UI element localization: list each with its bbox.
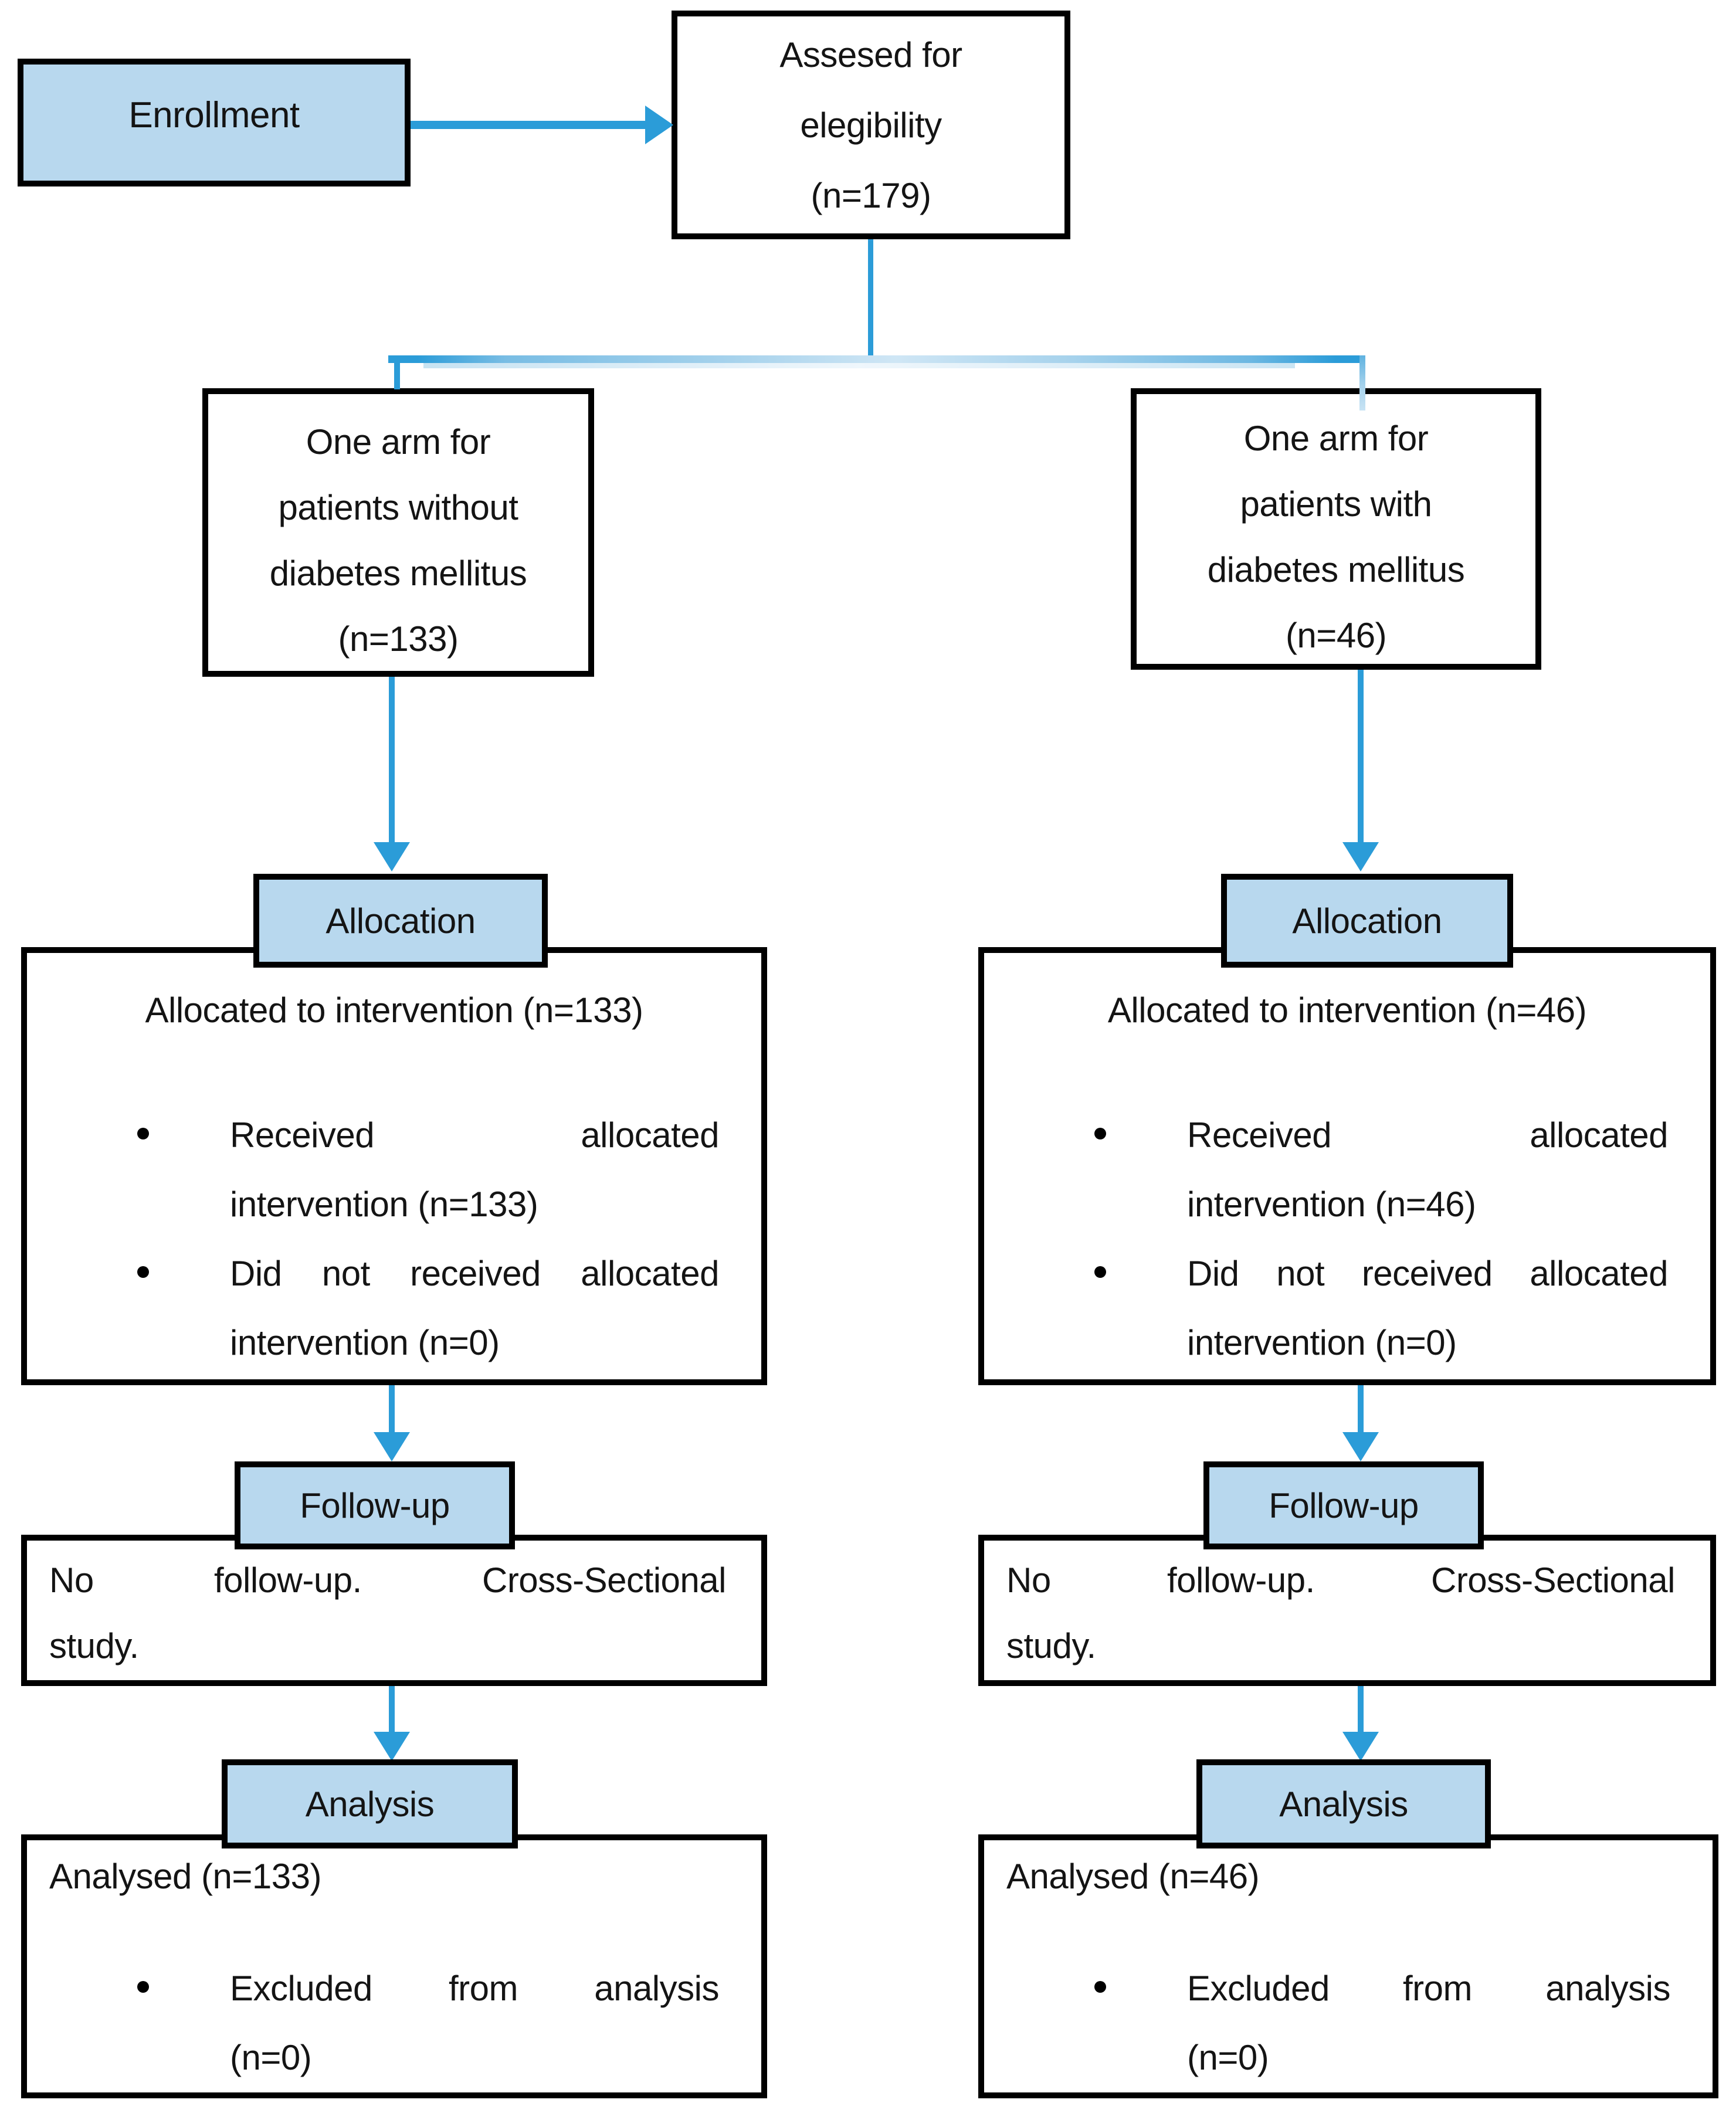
analysis-label-left: Analysis [222,1759,518,1848]
allocation-to-followup-arrow-shaft-left [389,1385,395,1434]
followup-label-right: Follow-up [1203,1461,1484,1549]
analysis-label-text: Analysis [1279,1784,1408,1824]
allocation-label-left: Allocation [253,874,548,968]
allocation-label-text: Allocation [326,901,476,941]
text-line: Assesed for [779,35,962,74]
arm-right-to-allocation-arrow-shaft [1358,670,1364,843]
text-line: patients with [1240,484,1432,524]
split-drop-right [1359,355,1365,411]
followup-to-analysis-arrow-shaft-left [389,1686,395,1734]
bullet-dot [137,1128,149,1139]
text-line: patients without [278,488,518,527]
text-line: (n=0) [1187,2038,1269,2077]
bullet-dot [137,1981,149,1993]
bullet-dot [1094,1981,1106,1993]
text-line: One arm for [306,422,491,462]
arm-left-to-allocation-arrow-head [374,842,410,871]
split-drop-left [394,355,400,389]
text-line: intervention (n=0) [230,1323,500,1362]
text-line: elegibility [800,106,942,145]
bullet-dot [137,1266,149,1278]
analysis-label-right: Analysis [1196,1759,1491,1848]
enrollment-label: Enrollment [128,94,300,135]
eligibility-box: Assesed for elegibility (n=179) [672,11,1070,239]
arm-right-to-allocation-arrow-head [1342,842,1379,871]
text-line: (n=46) [1285,616,1387,655]
text-line: (n=179) [811,176,931,215]
text-line: intervention (n=46) [1187,1185,1476,1224]
allocation-label-text: Allocation [1292,901,1442,941]
allocation-heading-left: Allocated to intervention (n=133) [145,991,643,1030]
allocation-to-followup-arrow-head-left [374,1432,410,1461]
arm-left-to-allocation-arrow-shaft [389,677,395,843]
followup-label-left: Follow-up [235,1461,515,1549]
allocation-to-followup-arrow-shaft-right [1358,1385,1364,1434]
bullet-dot [1094,1266,1106,1278]
text-line: intervention (n=0) [1187,1323,1457,1362]
followup-to-analysis-arrow-head-right [1342,1732,1379,1761]
allocation-to-followup-arrow-head-right [1342,1432,1379,1461]
text-line: One arm for [1243,419,1429,458]
split-connector-line [388,355,1365,368]
text-line: study. [1006,1626,1096,1666]
allocation-box-left: Allocated to intervention (n=133) Receiv… [21,947,767,1385]
text-line: (n=0) [230,2038,312,2077]
enrollment-box: Enrollment [18,59,411,186]
followup-to-analysis-arrow-shaft-right [1358,1686,1364,1734]
text-line: study. [49,1626,139,1666]
text-line: diabetes mellitus [269,554,527,593]
followup-to-analysis-arrow-head-left [374,1732,410,1761]
text-line: diabetes mellitus [1207,550,1465,589]
analysis-heading-right: Analysed (n=46) [1006,1857,1260,1896]
followup-label-text: Follow-up [1269,1485,1419,1525]
text-line: (n=133) [338,619,459,659]
enrollment-to-eligibility-arrow-head [645,106,673,144]
followup-label-text: Follow-up [300,1485,450,1525]
eligibility-drop-line [868,239,873,357]
allocation-box-right: Allocated to intervention (n=46) Receive… [978,947,1716,1385]
arm-box-with-diabetes: One arm for patients with diabetes mellitu… [1131,388,1541,670]
allocation-label-right: Allocation [1221,874,1513,968]
enrollment-to-eligibility-arrow-shaft [411,121,647,129]
text-line: intervention (n=133) [230,1185,538,1224]
bullet-dot [1094,1128,1106,1139]
analysis-heading-left: Analysed (n=133) [49,1857,321,1896]
arm-box-without-diabetes: One arm for patients without diabetes mell… [202,388,594,677]
analysis-label-text: Analysis [305,1784,435,1824]
allocation-heading-right: Allocated to intervention (n=46) [1107,991,1587,1030]
